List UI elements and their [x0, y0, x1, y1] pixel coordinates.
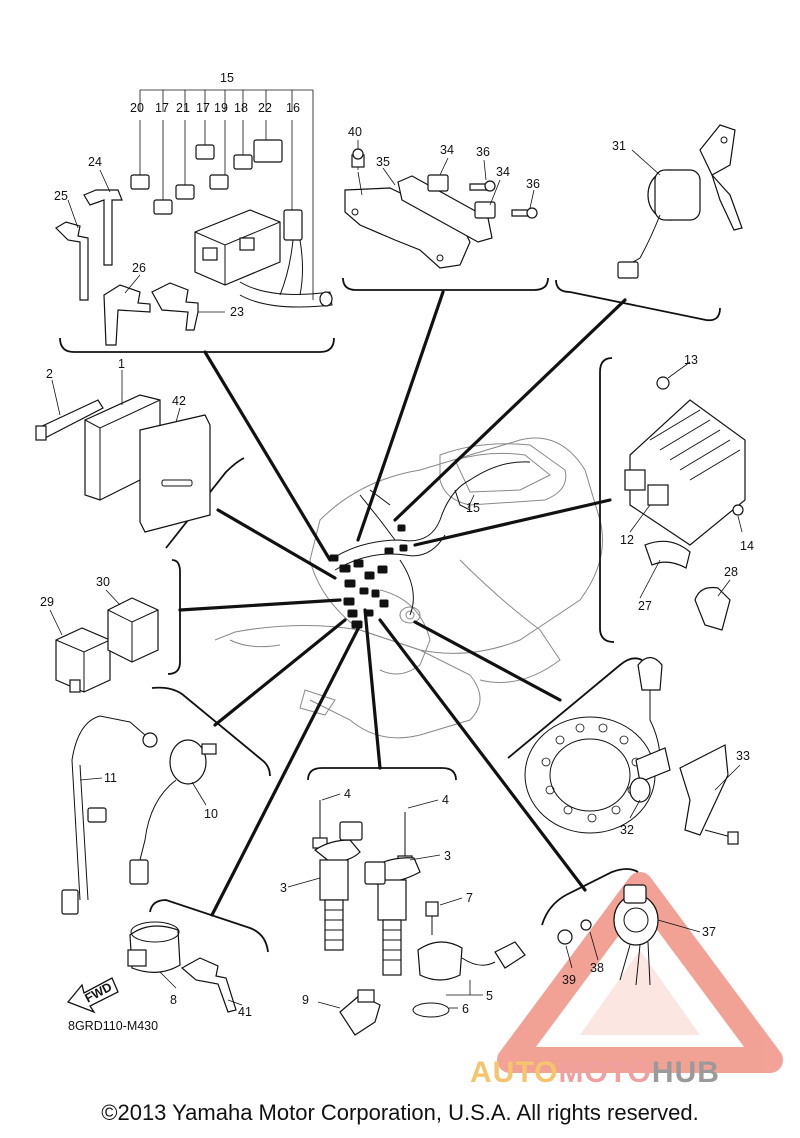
part-label: 11: [104, 771, 117, 785]
part-label: 9: [302, 993, 309, 1007]
part-label: 24: [88, 155, 102, 169]
part-label: 23: [230, 305, 244, 319]
part-label: 30: [96, 575, 110, 589]
part-label: 6: [462, 1002, 469, 1016]
watermark-triangle-logo: [497, 872, 783, 1073]
part-label: 39: [562, 973, 576, 987]
part-label: 19: [214, 101, 228, 115]
part-label: 22: [258, 101, 272, 115]
ecu-group: [35, 394, 211, 533]
pickup-rotor-group: [524, 656, 739, 845]
speed-sensor-group: [339, 901, 526, 1036]
part-label: 33: [736, 749, 750, 763]
part-label: 4: [442, 793, 449, 807]
part-label: 3: [444, 849, 451, 863]
motorcycle-frame-outline: [214, 437, 603, 739]
ignition-coils: [312, 800, 421, 976]
part-label: 20: [130, 101, 144, 115]
part-label: 16: [286, 101, 300, 115]
part-label: 4: [344, 787, 351, 801]
part-label: 32: [620, 823, 634, 837]
part-label: 17: [155, 101, 169, 115]
part-label: 34: [440, 143, 454, 157]
part-label: 34: [496, 165, 510, 179]
relay-group: [55, 597, 159, 693]
part-label: 31: [612, 139, 626, 153]
part-label: 1: [118, 357, 125, 371]
copyright-notice: ©2013 Yamaha Motor Corporation, U.S.A. A…: [101, 1100, 699, 1125]
part-label: 13: [684, 353, 698, 367]
part-label: 27: [638, 599, 652, 613]
part-label: 37: [702, 925, 716, 939]
part-labels: 15 20 17 21 17 19 18 22 16 24 25 26 23 4…: [40, 71, 754, 1019]
switch-group-8: [127, 921, 237, 1013]
part-label: 36: [526, 177, 540, 191]
watermark-part-moto: MOTO: [558, 1056, 652, 1089]
part-label: 15: [466, 501, 480, 515]
part-label: 18: [234, 101, 248, 115]
group-brackets: [59, 277, 721, 953]
part-label: 38: [590, 961, 604, 975]
part-label: 8: [170, 993, 177, 1007]
leader-lines: [49, 149, 743, 1009]
part-label: 41: [238, 1005, 252, 1019]
bracket-group: [344, 140, 538, 269]
part-label: 29: [40, 595, 54, 609]
cable-sensor-group: [61, 715, 217, 915]
part-label: 40: [348, 125, 362, 139]
sensor-group-37: [557, 884, 659, 986]
ignition-switch-part: [617, 124, 743, 279]
part-label: 35: [376, 155, 390, 169]
part-label: 25: [54, 189, 68, 203]
part-label: 17: [196, 101, 210, 115]
part-label: 3: [280, 881, 287, 895]
part-label: 21: [176, 101, 190, 115]
forward-arrow-icon: FWD: [66, 977, 119, 1014]
part-label: 26: [132, 261, 146, 275]
part-label: 7: [466, 891, 473, 905]
watermark-part-auto: AUTO: [470, 1056, 559, 1089]
part-label: 42: [172, 394, 186, 408]
part-label: 15: [220, 71, 234, 85]
part-label: 5: [486, 989, 493, 1003]
fuse-box-group: [55, 89, 333, 346]
drawing-code: 8GRD110-M430: [68, 1019, 158, 1033]
part-label: 36: [476, 145, 490, 159]
callout-rays: [178, 290, 627, 917]
watermark-part-hub: HUB: [651, 1056, 720, 1089]
part-label: 14: [740, 539, 754, 553]
wire-harness-cluster: [329, 461, 531, 629]
watermark-brand: AUTOMOTOHUB: [470, 1056, 720, 1090]
part-label: 12: [620, 533, 634, 547]
part-label: 28: [724, 565, 738, 579]
rectifier-group: [624, 376, 746, 631]
part-label: 10: [204, 807, 218, 821]
part-label: 2: [46, 367, 53, 381]
